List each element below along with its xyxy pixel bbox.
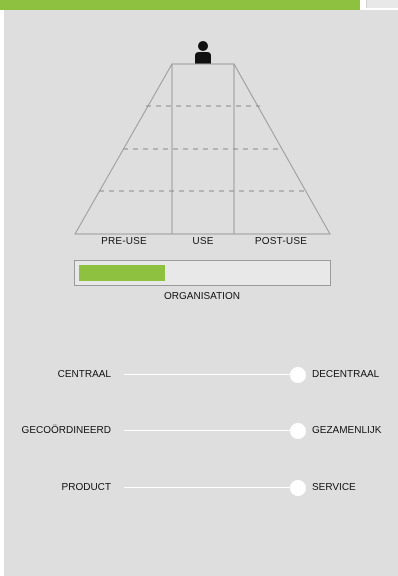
organisation-progress	[74, 260, 331, 286]
column-label-use: USE	[192, 236, 214, 247]
top-accent-bar	[0, 0, 360, 10]
panel	[4, 10, 398, 576]
slider-right-label: DECENTRAAL	[312, 369, 380, 380]
person-icon	[195, 41, 211, 64]
organisation-progress-fill	[79, 265, 165, 281]
slider-track[interactable]	[124, 374, 298, 375]
slider-handle[interactable]	[290, 367, 306, 383]
slider-track[interactable]	[124, 430, 298, 431]
column-label-pre-use: PRE-USE	[101, 236, 147, 247]
slider-right-label: SERVICE	[312, 482, 356, 493]
slider-product-service: PRODUCT SERVICE	[0, 478, 398, 498]
slider-left-label: PRODUCT	[61, 482, 111, 493]
slider-handle[interactable]	[290, 423, 306, 439]
slider-left-label: CENTRAAL	[57, 369, 111, 380]
slider-right-label: GEZAMENLIJK	[312, 425, 382, 436]
slider-left-label: GECOÖRDINEERD	[21, 425, 111, 436]
column-label-post-use: POST-USE	[254, 236, 308, 247]
slider-centraal-decentraal: CENTRAAL DECENTRAAL	[0, 365, 398, 385]
corner-box	[366, 0, 398, 8]
use-phase-pyramid	[74, 41, 331, 235]
slider-handle[interactable]	[290, 480, 306, 496]
slider-track[interactable]	[124, 487, 298, 488]
slider-gecoordineerd-gezamenlijk: GECOÖRDINEERD GEZAMENLIJK	[0, 421, 398, 441]
organisation-label: ORGANISATION	[164, 291, 240, 302]
pyramid-outline	[74, 63, 331, 235]
